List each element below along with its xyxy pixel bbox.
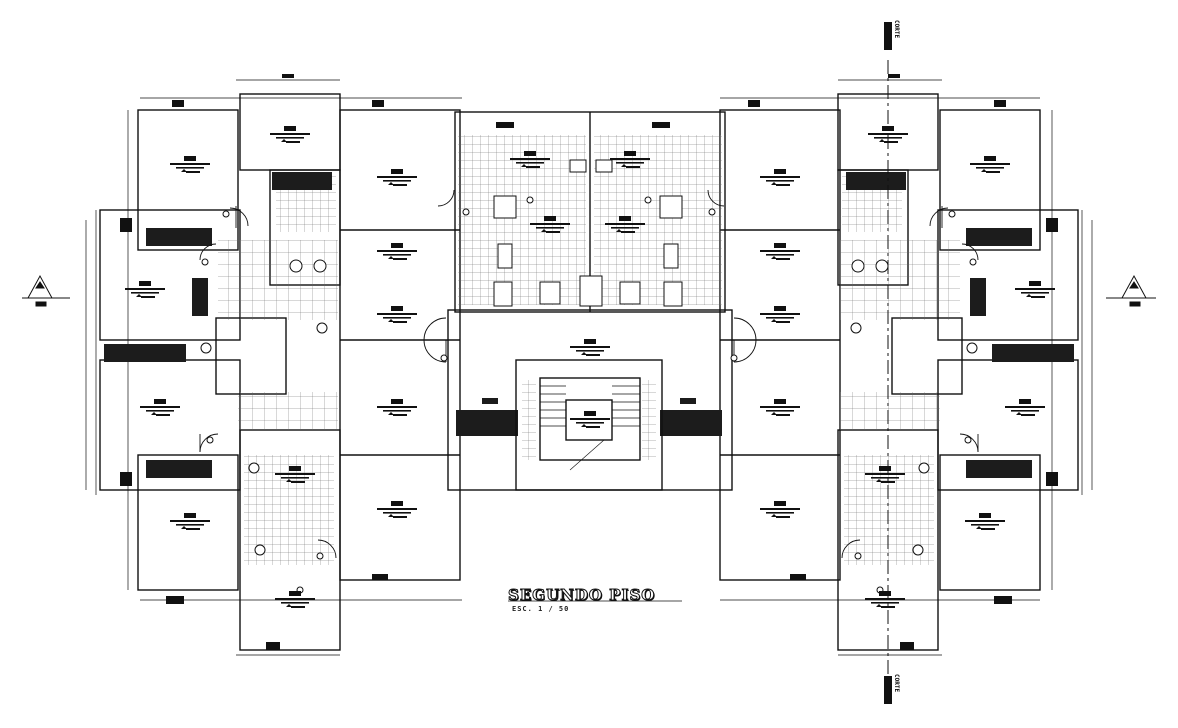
section-marker-top (884, 22, 892, 50)
dimension-lines (85, 79, 1093, 656)
right-wing-dark-fills (660, 172, 1074, 478)
right-wing-tiles (840, 172, 960, 565)
section-marker-right (1106, 274, 1156, 307)
fixture-circles (200, 196, 978, 594)
drawing-title: SEGUNDO PISO (507, 586, 656, 605)
kitchen-fixtures (493, 159, 683, 307)
section-label-top: CORTE (893, 20, 900, 39)
dimension-ticks (120, 74, 1058, 650)
section-marker-bottom (884, 676, 892, 704)
drawing-scale: ESC. 1 / 50 (512, 605, 570, 613)
stair-treads (540, 385, 640, 471)
central-core-tiles (458, 135, 722, 460)
left-wing-tiles (218, 172, 338, 565)
section-marker-left (22, 274, 70, 307)
left-wing-dark-fills (104, 172, 518, 478)
section-label-bottom: CORTE (893, 674, 900, 693)
left-wing (99, 93, 461, 651)
